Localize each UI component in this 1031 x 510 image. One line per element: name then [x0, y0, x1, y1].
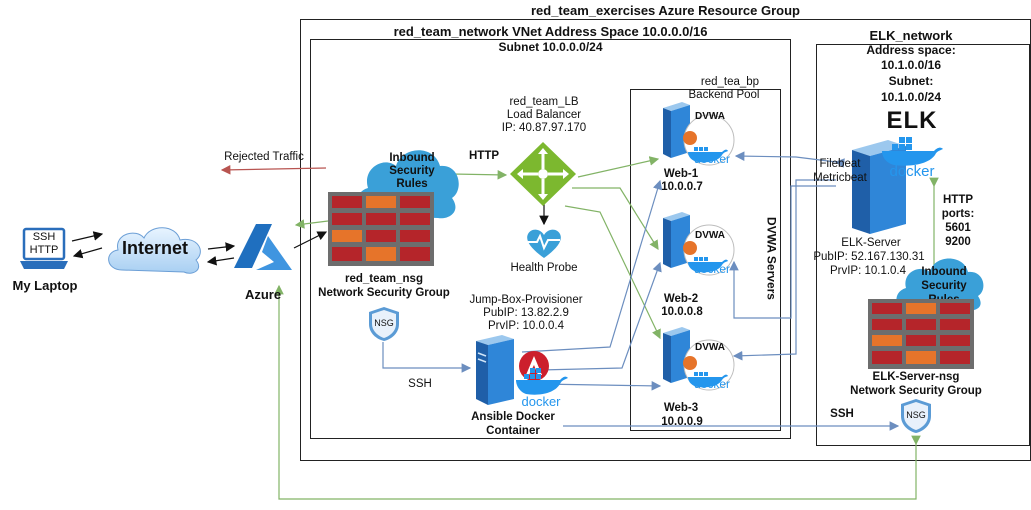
elk-server-name: ELK-Server	[841, 237, 901, 249]
elk-ports-label: ports:	[941, 208, 975, 220]
nsg-to-lb-arrow	[451, 170, 508, 180]
rejected-traffic-label: Rejected Traffic	[224, 151, 304, 163]
internet-to-azure-arrow	[207, 242, 236, 252]
load-balancer-icon[interactable]	[508, 140, 578, 208]
elk-pubip: PubIP: 52.167.130.31	[813, 251, 925, 263]
firewall-icon	[328, 192, 434, 266]
jumpbox-docker-icon: docker	[514, 366, 568, 410]
health-probe-icon	[524, 226, 564, 260]
laptop-screen-line2: HTTP	[29, 244, 59, 256]
backend-pool-label: Backend Pool	[688, 89, 760, 101]
rejected-traffic-arrow	[220, 165, 327, 175]
nsg-to-jumpbox-ssh	[382, 342, 472, 373]
jumpbox-docker-text: docker	[521, 394, 561, 409]
laptop-icon[interactable]: SSH HTTP	[18, 227, 70, 273]
elk-port1: 5601	[945, 222, 971, 234]
ssh-label-jumpbox: SSH	[408, 378, 432, 390]
web1-node[interactable]: DVWA docker	[660, 100, 740, 180]
elk-firewall-icon	[868, 299, 974, 369]
elk-logo: ELK	[886, 107, 938, 134]
elk-network-box	[816, 44, 1030, 446]
elk-nsg-name: ELK-Server-nsg	[872, 371, 960, 383]
elk-cloud-line2: Security	[921, 280, 967, 292]
jumpbox-container-line2: Container	[486, 425, 540, 437]
laptop-to-internet-arrow	[71, 231, 104, 242]
jumpbox-pubip: PubIP: 13.82.2.9	[483, 307, 569, 319]
web3-name: Web-3	[663, 402, 699, 414]
web3-docker-text: docker	[693, 377, 731, 391]
elk-to-web1	[734, 151, 845, 168]
web3-node[interactable]: DVWA docker	[660, 325, 740, 405]
web2-ip: 10.0.0.8	[661, 306, 703, 318]
elk-subnet: 10.1.0.0/24	[880, 90, 942, 104]
vnet-title: red_team_network VNet Address Space 10.0…	[393, 24, 708, 39]
azure-to-internet-arrow	[206, 255, 235, 266]
backend-pool-name: red_tea_bp	[700, 76, 760, 88]
laptop-screen-line1: SSH	[32, 231, 56, 243]
nsg-name: red_team_nsg	[345, 273, 423, 285]
internet-to-laptop-arrow	[72, 247, 103, 259]
elk-nsg-badge-text: NSG	[906, 410, 926, 420]
elk-nsg-type: Network Security Group	[850, 385, 982, 397]
elk-ssh-label: SSH	[830, 408, 854, 420]
jumpbox-prvip: PrvIP: 10.0.0.4	[487, 320, 565, 332]
jumpbox-server-icon[interactable]	[472, 333, 516, 407]
elk-address-space-label: Address space:	[866, 43, 956, 57]
web2-docker-text: docker	[693, 262, 731, 276]
azure-to-nsg-arrow	[293, 231, 328, 249]
laptop-label: My Laptop	[12, 278, 78, 293]
web2-dvwa-text: DVWA	[695, 230, 725, 241]
nsg-shield-icon[interactable]: NSG	[368, 306, 400, 342]
lb-name: red_team_LB	[509, 96, 579, 108]
lb-type: Load Balancer	[506, 109, 582, 121]
subnet-title: Subnet 10.0.0.0/24	[498, 40, 603, 54]
jumpbox-container-line1: Ansible Docker	[471, 411, 555, 423]
internet-label: Internet	[121, 238, 188, 258]
nsg-type: Network Security Group	[318, 287, 450, 299]
web3-ip: 10.0.0.9	[661, 416, 703, 428]
nsg-cloud-line1: Inbound	[389, 152, 435, 164]
web1-ip: 10.0.0.7	[661, 181, 703, 193]
elk-port2: 9200	[945, 236, 971, 248]
web1-docker-text: docker	[693, 152, 731, 166]
elk-subnet-label: Subnet:	[888, 74, 934, 88]
elk-prvip: PrvIP: 10.1.0.4	[829, 265, 907, 277]
web3-dvwa-text: DVWA	[695, 342, 725, 353]
elk-nsg-shield-icon[interactable]: NSG	[900, 398, 932, 434]
nsg-cloud-line2: Security	[389, 165, 435, 177]
lb-to-web2	[572, 187, 659, 251]
internet-cloud: Internet	[100, 220, 210, 278]
web2-node[interactable]: DVWA docker	[660, 210, 740, 290]
nsg-to-azure-green	[294, 219, 329, 229]
elk-beat1: Filebeat	[819, 158, 861, 170]
elk-network-title: ELK_network	[869, 28, 953, 43]
nsg-badge-text: NSG	[374, 318, 394, 328]
http-label: HTTP	[468, 150, 500, 162]
lb-ip: IP: 40.87.97.170	[501, 122, 587, 134]
elk-nsg-to-azure-loop	[274, 284, 921, 500]
health-probe-label: Health Probe	[510, 262, 578, 274]
elk-docker-text: docker	[889, 163, 935, 180]
nsg-cloud-line3: Rules	[396, 178, 428, 190]
elk-docker-icon: docker	[880, 135, 944, 183]
jumpbox-name: Jump-Box-Provisioner	[469, 294, 583, 306]
web2-name: Web-2	[663, 293, 699, 305]
elk-address-space: 10.1.0.0/16	[880, 58, 942, 72]
elk-http-label: HTTP	[942, 194, 974, 206]
lb-to-web1	[577, 156, 660, 178]
web1-name: Web-1	[663, 168, 699, 180]
azure-icon[interactable]	[232, 222, 294, 274]
azure-label: Azure	[244, 287, 282, 302]
elk-beat2: Metricbeat	[813, 172, 867, 184]
dvwa-servers-label: DVWA Servers	[764, 217, 779, 300]
resource-group-title: red_team_exercises Azure Resource Group	[530, 3, 801, 18]
elk-cloud-line1: Inbound	[921, 266, 967, 278]
web1-dvwa-text: DVWA	[695, 111, 725, 122]
